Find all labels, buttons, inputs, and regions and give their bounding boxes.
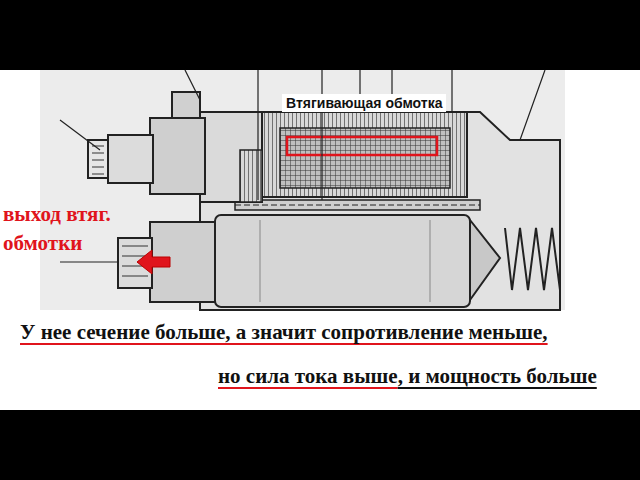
note-text: но сила тока выше [218, 364, 398, 389]
callout-label: выход втяг. обмотки [3, 200, 131, 258]
coil-label: Втягивающая обмотка [282, 94, 446, 112]
note-text: У нее сечение больше, а значит сопротивл… [20, 320, 548, 345]
note-text: , и мощность больше [398, 364, 597, 389]
